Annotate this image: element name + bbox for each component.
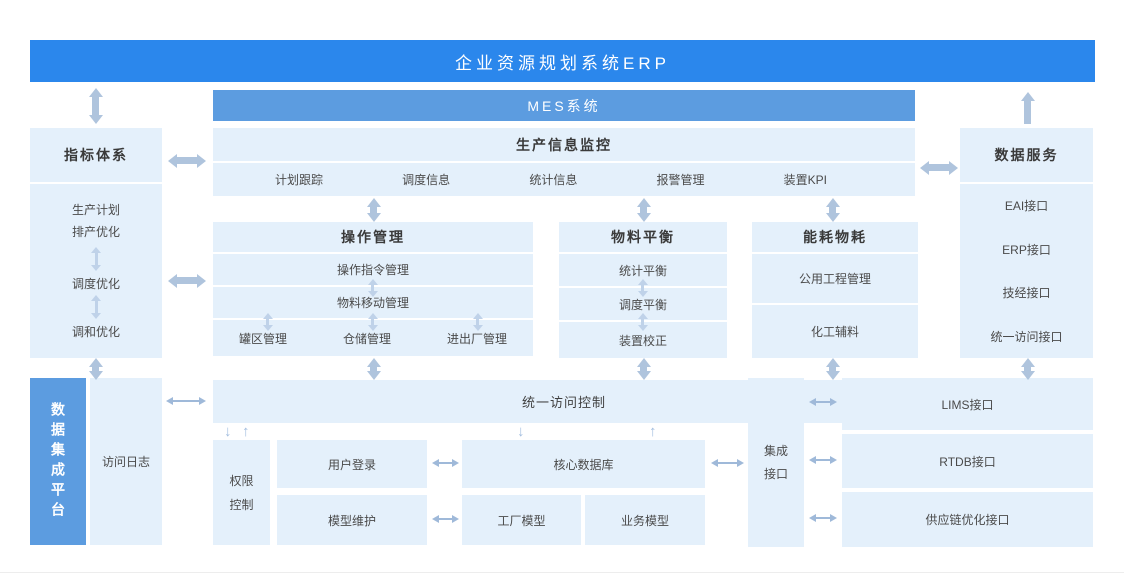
double-arrow-vertical-icon — [370, 207, 377, 213]
permission-control-box: 权限 控制 — [213, 440, 270, 545]
energy-row: 公用工程管理 — [752, 254, 918, 303]
up-arrow-icon: ↑ — [649, 423, 657, 440]
double-arrow-vertical-icon — [1024, 367, 1031, 371]
operation-header: 操作管理 — [213, 222, 533, 252]
factory-model-box: 工厂模型 — [462, 495, 581, 545]
double-arrow-horizontal-icon — [177, 157, 197, 164]
up-arrow-icon: ↑ — [242, 423, 250, 440]
thin-double-arrow-icon — [816, 459, 830, 461]
access-log-box: 访问日志 — [90, 378, 162, 545]
double-arrow-vertical-icon — [92, 367, 99, 371]
thin-double-arrow-icon — [439, 462, 452, 464]
double-arrow-vertical-icon — [370, 367, 377, 371]
energy-row: 化工辅料 — [752, 305, 918, 358]
kpi-system-box: 生产计划 排产优化 调度优化 调和优化 — [30, 184, 162, 358]
production-monitor-items: 计划跟踪 调度信息 统计信息 报警管理 装置KPI — [213, 163, 915, 196]
down-arrow-icon: ↓ — [224, 423, 232, 440]
thin-double-arrow-icon — [816, 517, 830, 519]
operation-sub-item: 仓储管理 — [342, 331, 391, 346]
kpi-item: 调和优化 — [71, 325, 120, 339]
thin-double-arrow-icon — [816, 401, 830, 403]
double-arrow-vertical-icon — [829, 207, 836, 213]
data-service-item: ERP接口 — [1002, 242, 1051, 257]
monitor-item: 装置KPI — [783, 173, 827, 187]
integration-interface-box: 集成 接口 — [748, 378, 804, 547]
kpi-item: 生产计划 排产优化 — [71, 203, 120, 239]
monitor-item: 调度信息 — [402, 173, 451, 187]
core-database-box: 核心数据库 — [462, 440, 705, 488]
mini-double-arrow-icon — [266, 319, 269, 325]
mini-double-arrow-icon — [94, 301, 98, 314]
scm-interface-box: 供应链优化接口 — [842, 492, 1093, 547]
mini-double-arrow-icon — [641, 285, 644, 291]
monitor-item: 计划跟踪 — [275, 173, 324, 187]
lims-interface-box: LIMS接口 — [842, 378, 1093, 430]
energy-header: 能耗物耗 — [752, 222, 918, 252]
data-integration-platform: 数据集成平台 — [30, 378, 86, 545]
double-arrow-vertical-icon — [640, 207, 647, 213]
material-header: 物料平衡 — [559, 222, 727, 252]
double-arrow-horizontal-icon — [929, 164, 949, 171]
double-arrow-vertical-icon — [829, 367, 836, 371]
thin-double-arrow-icon — [173, 400, 199, 402]
thin-double-arrow-icon — [718, 462, 737, 464]
data-service-box: EAI接口 ERP接口 技经接口 统一访问接口 — [960, 184, 1093, 358]
mini-double-arrow-icon — [94, 252, 98, 265]
energy-consumption-box: 能耗物耗 公用工程管理 化工辅料 — [752, 222, 918, 360]
mini-double-arrow-icon — [371, 285, 374, 291]
data-service-item: 统一访问接口 — [990, 329, 1063, 344]
data-service-header: 数据服务 — [960, 128, 1093, 182]
erp-banner: 企业资源规划系统ERP — [30, 40, 1095, 82]
data-service-item: EAI接口 — [1004, 199, 1049, 214]
kpi-item: 调度优化 — [71, 276, 120, 291]
production-monitor-header: 生产信息监控 — [213, 128, 915, 161]
up-arrow-icon — [1024, 101, 1031, 124]
mini-double-arrow-icon — [641, 319, 644, 325]
kpi-system-header: 指标体系 — [30, 128, 162, 182]
down-arrow-icon: ↓ — [517, 423, 525, 440]
double-arrow-vertical-icon — [92, 97, 99, 115]
mes-banner: MES系统 — [213, 90, 915, 121]
model-maintain-box: 模型维护 — [277, 495, 427, 545]
bottom-divider — [0, 572, 1124, 573]
material-balance-box: 物料平衡 统计平衡 调度平衡 装置校正 — [559, 222, 727, 360]
rtdb-interface-box: RTDB接口 — [842, 434, 1093, 488]
monitor-item: 统计信息 — [529, 173, 578, 187]
operation-sub-item: 进出厂管理 — [446, 331, 507, 346]
thin-double-arrow-icon — [439, 518, 452, 520]
data-service-item: 技经接口 — [1002, 286, 1051, 301]
business-model-box: 业务模型 — [585, 495, 705, 545]
double-arrow-horizontal-icon — [177, 277, 197, 284]
operation-sub-item: 罐区管理 — [239, 331, 288, 346]
data-integration-platform-label: 数据集成平台 — [50, 401, 66, 522]
monitor-item: 报警管理 — [656, 173, 705, 187]
mini-double-arrow-icon — [371, 319, 374, 325]
double-arrow-vertical-icon — [640, 367, 647, 371]
user-login-box: 用户登录 — [277, 440, 427, 488]
mini-double-arrow-icon — [476, 319, 479, 325]
